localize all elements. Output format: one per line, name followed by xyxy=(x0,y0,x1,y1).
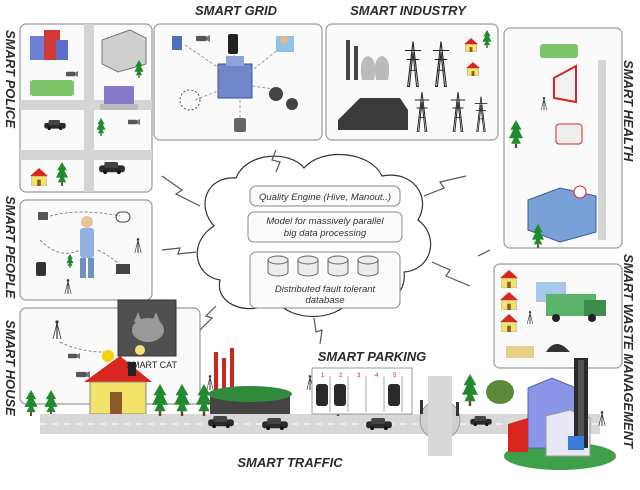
smart-people-panel xyxy=(19,199,153,301)
label-smart-health: SMART HEALTH xyxy=(621,60,636,162)
smart-house-panel xyxy=(19,299,201,416)
smart-industry-panel xyxy=(325,23,499,141)
cloud-box-database: Distributed fault tolerant database xyxy=(249,251,401,309)
label-smart-people: SMART PEOPLE xyxy=(3,196,18,299)
parking-number: 3 xyxy=(357,373,361,379)
label-smart-waste: SMART WASTE MANAGEMENT xyxy=(621,254,636,449)
label-smart-cat: SMART CAT xyxy=(126,360,178,370)
bolt-grid xyxy=(271,149,281,173)
model-text-line2: big data processing xyxy=(284,228,367,239)
database-cylinders xyxy=(267,255,379,277)
label-smart-parking: SMART PARKING xyxy=(318,349,427,364)
lightning-bolts xyxy=(161,149,491,345)
parking-number: 5 xyxy=(393,373,397,379)
smart-grid-panel xyxy=(153,23,323,141)
label-smart-traffic: SMART TRAFFIC xyxy=(237,455,343,470)
label-smart-grid: SMART GRID xyxy=(195,3,278,18)
bolt-waste xyxy=(431,261,471,287)
cloud-box-model: Model for massively parallel big data pr… xyxy=(247,211,403,243)
bolt-parking xyxy=(313,317,323,345)
street-scene xyxy=(40,348,616,470)
bolt-health xyxy=(477,249,491,257)
smart-health-panel xyxy=(503,27,623,249)
bolt-house xyxy=(199,305,217,331)
bolt-industry xyxy=(423,175,467,197)
bolt-people xyxy=(161,247,197,255)
parking-number: 2 xyxy=(339,373,343,379)
database-text-line1: Distributed fault tolerant xyxy=(275,284,376,295)
cloud-box-quality: Quality Engine (Hive, Manout..) xyxy=(249,185,401,207)
smart-waste-panel xyxy=(493,263,623,369)
parking-number: 1 xyxy=(321,373,325,379)
database-text-line2: database xyxy=(305,295,344,306)
quality-engine-text: Quality Engine (Hive, Manout..) xyxy=(259,192,391,203)
parking-numbers: 1 2 3 4 5 xyxy=(321,373,397,379)
smart-police-panel xyxy=(19,23,153,193)
model-text-line1: Model for massively parallel xyxy=(266,216,384,227)
bolt-police xyxy=(161,175,201,207)
label-smart-house: SMART HOUSE xyxy=(3,320,18,416)
label-smart-police: SMART POLICE xyxy=(3,30,18,128)
label-smart-industry: SMART INDUSTRY xyxy=(350,3,467,18)
parking-number: 4 xyxy=(375,373,379,379)
